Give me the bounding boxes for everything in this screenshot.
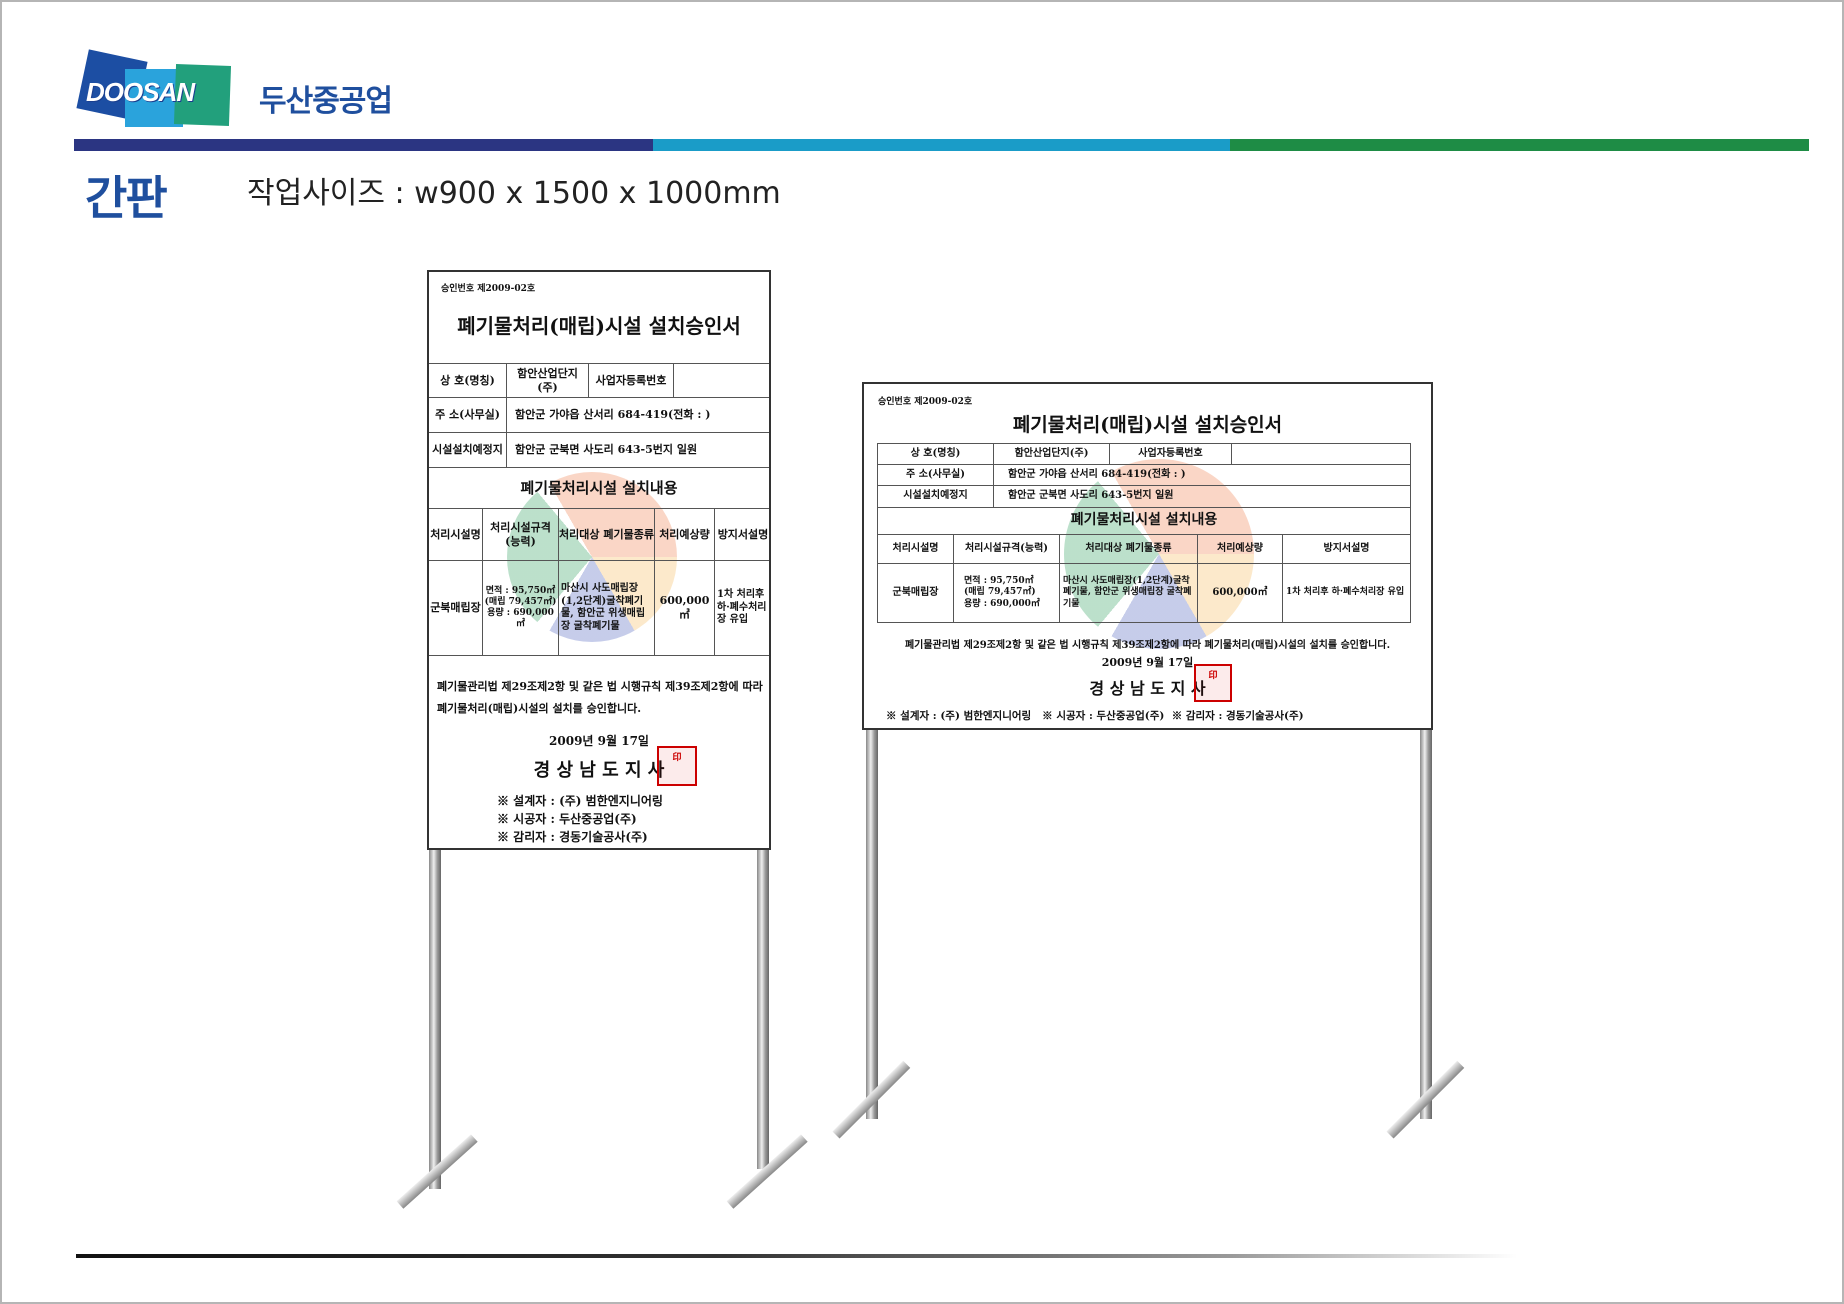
trade-value: 함안산업단지(주)	[993, 443, 1110, 465]
spec-landfill: (매립 79,457㎡)	[484, 596, 557, 607]
spec-capacity: 용량 : 690,000㎡	[964, 598, 1040, 609]
work-size: 작업사이즈 : w900 x 1500 x 1000mm	[247, 176, 781, 211]
supervisor: ※ 감리자 : 경동기술공사(주)	[497, 830, 648, 844]
row-leachate: 1차 처리후 하·폐수처리장 유입	[1282, 563, 1411, 623]
address-value: 함안군 가야읍 산서리 684-419(전화 : )	[506, 397, 769, 433]
builder: ※ 시공자 : 두산중공업(주)	[497, 812, 637, 826]
col-leachate: 방지서설명	[714, 508, 769, 561]
right-sign-post-right	[1420, 729, 1432, 1119]
left-sign-post-left	[429, 849, 441, 1189]
logo-text: DOOSAN	[86, 77, 195, 107]
trade-value: 함안산업단지(주)	[506, 363, 589, 398]
date: 2009년 9월 17일	[549, 734, 649, 748]
designer: ※ 설계자 : (주) 범한엔지니어링	[886, 710, 1032, 722]
info-table: 상 호(명칭)함안산업단지(주)사업자등록번호 주 소(사무실)함안군 가야읍 …	[877, 443, 1411, 535]
biz-reg-label: 사업자등록번호	[1109, 443, 1232, 465]
sign-title: 폐기물처리(매립)시설 설치승인서	[457, 314, 741, 338]
col-spec: 처리시설규격(능력)	[482, 508, 559, 561]
header-bar-navy	[74, 139, 653, 151]
spec-landfill: (매립 79,457㎡)	[964, 587, 1036, 598]
sign-title: 폐기물처리(매립)시설 설치승인서	[1012, 414, 1283, 436]
site-label: 시설설치예정지	[877, 485, 994, 508]
row-name: 군북매립장	[877, 563, 954, 623]
header-bar-green	[1230, 139, 1809, 151]
col-waste: 처리대상 폐기물종류	[558, 508, 655, 561]
left-sign-post-right	[757, 849, 769, 1169]
info-table: 상 호(명칭)함안산업단지(주)사업자등록번호 주 소(사무실)함안군 가야읍 …	[429, 363, 769, 468]
section-heading: 폐기물처리시설 설치내용	[877, 507, 1411, 535]
statement: 폐기물관리법 제29조제2항 및 같은 법 시행규칙 제39조제2항에 따라 폐…	[904, 640, 1391, 651]
trade-label: 상 호(명칭)	[429, 363, 507, 398]
doosan-logo: DOOSAN	[76, 49, 235, 130]
site-label: 시설설치예정지	[429, 432, 507, 468]
issuer: 경 상 남 도 지 사	[1089, 679, 1206, 698]
address-value: 함안군 가야읍 산서리 684-419(전화 : )	[993, 464, 1411, 486]
spec-area: 면적 : 95,750㎡	[485, 585, 556, 596]
sign-landscape: 승인번호 제2009-02호 폐기물처리(매립)시설 설치승인서 상 호(명칭)…	[862, 382, 1433, 730]
issuer: 경 상 남 도 지 사	[533, 760, 665, 781]
company-name: 두산중공업	[259, 84, 393, 119]
statement: 폐기물관리법 제29조제2항 및 같은 법 시행규칙 제39조제2항에 따라 폐…	[437, 680, 763, 715]
row-waste: 마산시 사도매립장(1,2단계)굴착폐기물, 함안군 위생매립장 굴착폐기물	[558, 560, 655, 656]
col-leachate: 방지서설명	[1282, 534, 1411, 564]
supervisor: ※ 감리자 : 경동기술공사(주)	[1171, 710, 1304, 722]
approval-number: 승인번호 제2009-02호	[441, 284, 536, 294]
approval-number: 승인번호 제2009-02호	[878, 397, 973, 407]
spec-capacity: 용량 : 690,000㎡	[487, 608, 554, 630]
spec-area: 면적 : 95,750㎡	[964, 576, 1034, 587]
biz-reg-label: 사업자등록번호	[588, 363, 674, 398]
row-name: 군북매립장	[429, 560, 483, 656]
official-stamp: 印	[657, 746, 697, 786]
header-bar-teal	[653, 139, 1230, 151]
designer: ※ 설계자 : (주) 범한엔지니어링	[497, 794, 663, 808]
site-value: 함안군 군북면 사도리 643-5번지 일원	[993, 485, 1411, 508]
footer-line	[76, 1254, 1517, 1258]
address-label: 주 소(사무실)	[877, 464, 994, 486]
row-amount: 600,000㎥	[1197, 563, 1283, 623]
section-heading: 폐기물처리시설 설치내용	[520, 479, 678, 497]
col-name: 처리시설명	[429, 508, 483, 561]
trade-label: 상 호(명칭)	[877, 443, 994, 465]
official-stamp: 印	[1194, 664, 1232, 702]
date: 2009년 9월 17일	[1101, 656, 1194, 669]
builder: ※ 시공자 : 두산중공업(주)	[1042, 710, 1165, 722]
address-label: 주 소(사무실)	[429, 397, 507, 433]
sign-portrait: 승인번호 제2009-02호 폐기물처리(매립)시설 설치승인서 상 호(명칭)…	[427, 270, 771, 850]
col-amount: 처리예상량	[654, 508, 715, 561]
row-waste: 마산시 사도매립장(1,2단계)굴착폐기물, 함안군 위생매립장 굴착폐기물	[1059, 563, 1198, 623]
col-spec: 처리시설규격(능력)	[953, 534, 1060, 564]
row-leachate: 1차 처리후 하·폐수처리장 유입	[714, 560, 769, 656]
col-waste: 처리대상 폐기물종류	[1059, 534, 1198, 564]
site-value: 함안군 군북면 사도리 643-5번지 일원	[506, 432, 769, 468]
col-name: 처리시설명	[877, 534, 954, 564]
col-amount: 처리예상량	[1197, 534, 1283, 564]
section-title: 간판	[85, 171, 168, 225]
right-sign-post-left	[866, 729, 878, 1119]
row-amount: 600,000㎥	[654, 560, 715, 656]
